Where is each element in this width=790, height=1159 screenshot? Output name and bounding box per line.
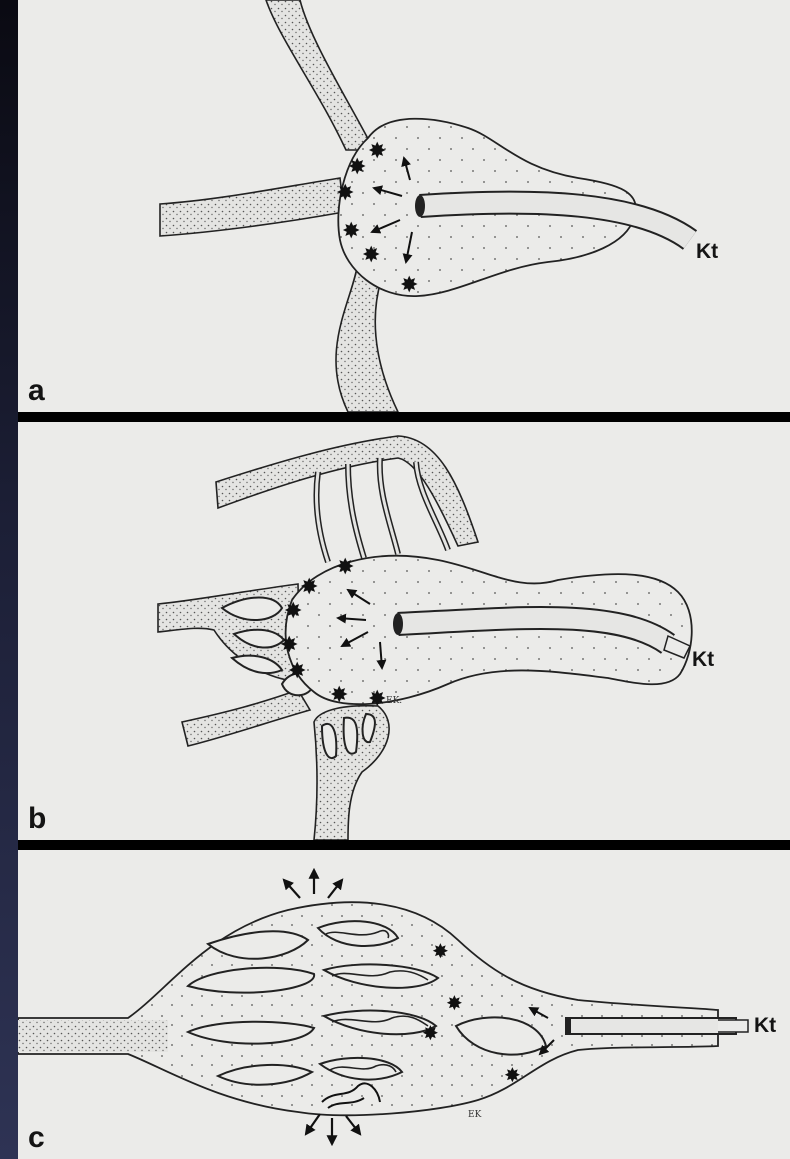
panel-label: c bbox=[28, 1123, 45, 1153]
vessel-left bbox=[160, 178, 344, 236]
outflow-arrows-bottom bbox=[306, 1114, 360, 1144]
svg-text:✸: ✸ bbox=[336, 554, 354, 579]
svg-text:✸: ✸ bbox=[362, 242, 380, 267]
svg-text:✸: ✸ bbox=[300, 574, 318, 599]
svg-text:✸: ✸ bbox=[446, 993, 463, 1015]
svg-text:✸: ✸ bbox=[336, 180, 354, 205]
svg-text:✸: ✸ bbox=[368, 686, 386, 711]
svg-text:✸: ✸ bbox=[422, 1023, 439, 1045]
svg-text:✸: ✸ bbox=[368, 138, 386, 163]
panel-b: ✸ ✸ ✸ ✸ ✸ ✸ ✸ Kt EK. b bbox=[18, 422, 790, 840]
svg-text:✸: ✸ bbox=[348, 154, 366, 179]
panel-b-drawing: ✸ ✸ ✸ ✸ ✸ ✸ ✸ bbox=[18, 422, 790, 840]
panel-a-drawing: ✸ ✸ ✸ ✸ ✸ ✸ bbox=[18, 0, 790, 412]
svg-text:✸: ✸ bbox=[288, 658, 306, 683]
artist-initials: EK. bbox=[386, 696, 402, 706]
catheter-label: Kt bbox=[696, 240, 718, 264]
svg-text:✸: ✸ bbox=[330, 682, 348, 707]
svg-text:✸: ✸ bbox=[432, 941, 449, 963]
panel-c-drawing: ✸ ✸ ✸ ✸ bbox=[18, 850, 790, 1159]
svg-text:✸: ✸ bbox=[284, 598, 302, 623]
vessel-lower-left bbox=[182, 690, 310, 746]
panel-a: ✸ ✸ ✸ ✸ ✸ ✸ Kt a bbox=[18, 0, 790, 412]
panel-label: b bbox=[28, 804, 46, 834]
vessel-top bbox=[266, 0, 374, 150]
catheter-label: Kt bbox=[692, 648, 714, 672]
panel-label: a bbox=[28, 376, 45, 406]
catheter-label: Kt bbox=[754, 1014, 776, 1038]
catheter bbox=[566, 1018, 736, 1034]
svg-text:✸: ✸ bbox=[342, 218, 360, 243]
artist-initials: EK bbox=[468, 1110, 481, 1120]
svg-text:✸: ✸ bbox=[400, 272, 418, 297]
outflow-arrows-top bbox=[284, 870, 342, 898]
svg-text:✸: ✸ bbox=[280, 632, 298, 657]
svg-text:✸: ✸ bbox=[504, 1065, 521, 1087]
left-edge-gradient bbox=[0, 0, 18, 1159]
panel-c: ✸ ✸ ✸ ✸ Kt EK c bbox=[18, 850, 790, 1159]
